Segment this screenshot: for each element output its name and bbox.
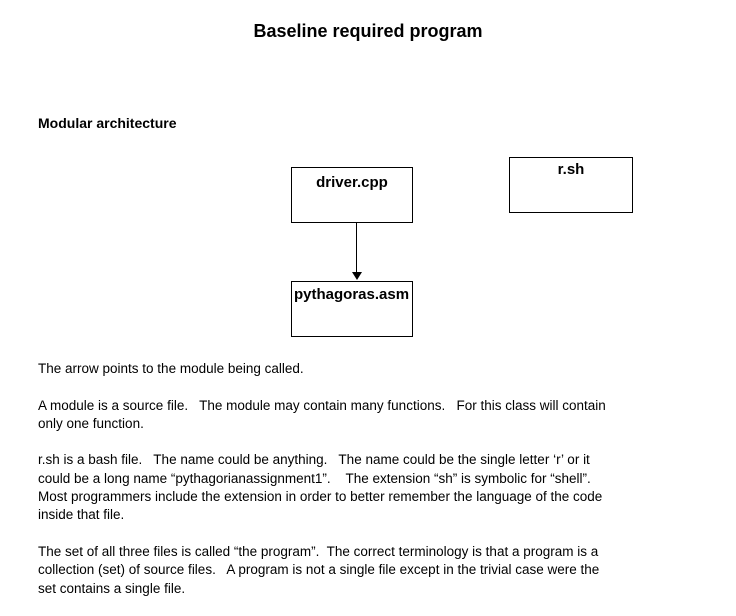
paragraph-arrow-explanation: The arrow points to the module being cal…	[38, 361, 304, 376]
page-title: Baseline required program	[253, 21, 483, 41]
pythagoras-asm-box-label: pythagoras.asm	[294, 286, 410, 303]
paragraph-module-definition: A module is a source file. The module ma…	[38, 397, 606, 431]
driver-cpp-box-label: driver.cpp	[316, 174, 388, 191]
r-sh-box-label: r.sh	[557, 161, 585, 178]
section-heading-modular-architecture: Modular architecture	[38, 115, 177, 131]
paragraph-rsh-explanation: r.sh is a bash file. The name could be a…	[38, 452, 603, 523]
call-arrow-head-icon	[352, 272, 362, 280]
call-arrow-line	[356, 223, 357, 273]
paragraph-program-definition: The set of all three files is called “th…	[38, 543, 600, 596]
body-text: The arrow points to the module being cal…	[38, 360, 732, 616]
pythagoras-asm-box: pythagoras.asm	[291, 281, 413, 337]
driver-cpp-box: driver.cpp	[291, 167, 413, 223]
r-sh-box: r.sh	[509, 157, 633, 213]
